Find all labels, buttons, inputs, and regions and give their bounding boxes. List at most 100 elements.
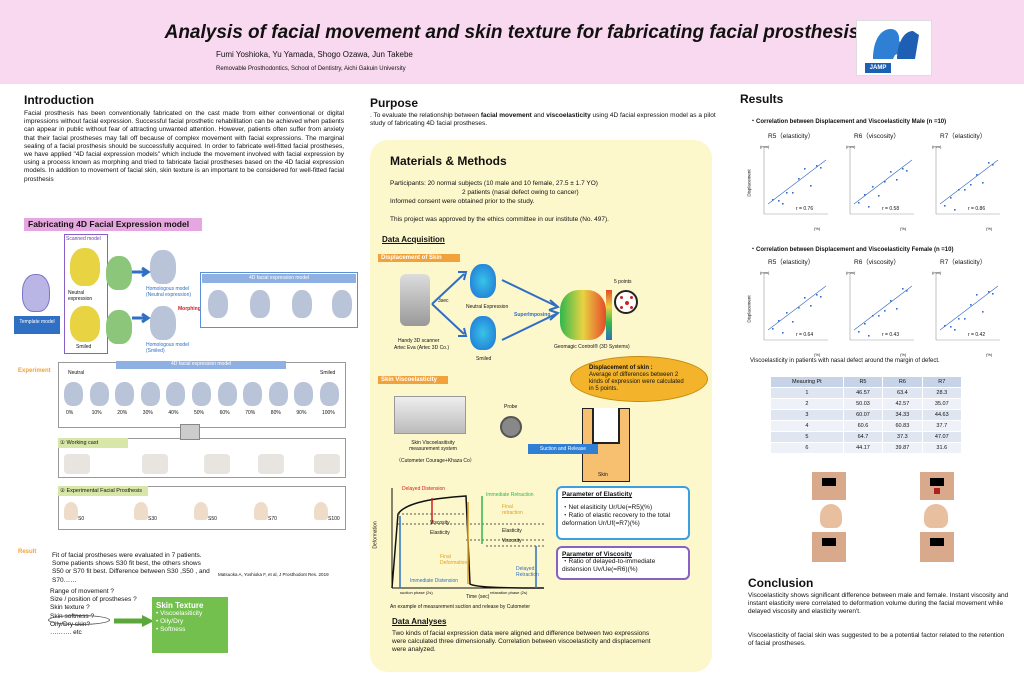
conclusion-heading: Conclusion bbox=[748, 576, 814, 590]
skin-texture-item: • Softness bbox=[156, 626, 186, 634]
patients: 2 patients (nasal defect owing to cancer… bbox=[462, 189, 579, 196]
morph-percent-row: 0%10%20%30%40%50%60%70%80%90%100% bbox=[60, 376, 344, 426]
color-map-face bbox=[560, 290, 606, 340]
participants: Participants: 20 normal subjects (10 mal… bbox=[390, 180, 598, 187]
jamp-logo: JAMP bbox=[856, 20, 932, 76]
prosthesis-image bbox=[64, 502, 78, 520]
curve-x-axis: Time (sec) bbox=[466, 594, 490, 600]
purpose-heading: Purpose bbox=[370, 96, 419, 110]
milling-machine bbox=[180, 424, 200, 440]
prosthesis-image bbox=[314, 502, 328, 520]
table-header: Meauring Pt bbox=[770, 376, 844, 388]
working-cast-label: ① Working cast bbox=[58, 438, 128, 448]
scatter-plot bbox=[763, 274, 828, 341]
male-correlation-title: ・Correlation between Displacement and Vi… bbox=[750, 119, 947, 125]
scatter-plot bbox=[935, 148, 1000, 215]
table-cell: 2 bbox=[770, 398, 844, 410]
scanner-label: Handy 3D scanner bbox=[398, 338, 440, 344]
morph-step-percent: 40% bbox=[168, 410, 179, 416]
suction-release-label: Suction and Release bbox=[528, 444, 598, 454]
plot-title: R7（elasticity） bbox=[940, 259, 987, 266]
color-scale-bar bbox=[606, 290, 612, 340]
prosthesis-image bbox=[134, 502, 148, 520]
correlation-r: r = 0.64 bbox=[796, 332, 814, 338]
morph-step-face bbox=[268, 382, 288, 406]
consent: Informed consent were obtained prior to … bbox=[390, 198, 535, 205]
unit-mm: (mm) bbox=[846, 144, 856, 149]
table-cell: 35.07 bbox=[921, 398, 963, 410]
callout-title: Displacement of skin : bbox=[589, 365, 653, 371]
curve-delayed-retraction: Delayed Retraction bbox=[516, 566, 539, 578]
morph-step-face bbox=[294, 382, 314, 406]
morph-step-face bbox=[243, 382, 263, 406]
table-header: R5 bbox=[842, 376, 884, 388]
y-axis-label: Displacement bbox=[746, 295, 752, 323]
4d-model-faces bbox=[206, 290, 354, 322]
curve-immediate-retraction: Immediate Retraction bbox=[486, 492, 534, 498]
visco-system-label: Skin Viscoelasitisity measurement system bbox=[409, 440, 457, 452]
table-cell: 34.33 bbox=[882, 409, 923, 421]
curve-relaxation-phase: relaxation phase (2s) bbox=[490, 590, 528, 595]
cutometer-curve-chart bbox=[391, 488, 545, 589]
conclusion-p2: Viscoelasticity of facial skin was sugge… bbox=[748, 632, 1005, 648]
smiled-label-3: Smiled bbox=[476, 356, 492, 362]
param-elasticity-box: Parameter of Elasticity ・Net elasiticity… bbox=[556, 486, 690, 540]
scatter-plot bbox=[935, 274, 1000, 341]
morph-step-face bbox=[166, 382, 186, 406]
param-viscosity-1: ・Ratio of delayed-to-immediate distensio… bbox=[562, 558, 656, 574]
morph-step-percent: 60% bbox=[219, 410, 230, 416]
table-cell: 39.87 bbox=[882, 442, 923, 454]
unit-mm: (mm) bbox=[760, 270, 770, 275]
smiled-label-2: Smiled bbox=[320, 370, 336, 376]
five-points-diagram bbox=[614, 290, 638, 314]
neutral-label: Neutral expression bbox=[68, 290, 93, 302]
curve-y-axis: Deformation bbox=[372, 521, 379, 549]
scatter-plot bbox=[849, 274, 914, 341]
data-analyses-body: Two kinds of facial expression data were… bbox=[392, 630, 651, 654]
morph-step-percent: 90% bbox=[296, 410, 307, 416]
result-citation: Matsuoka A, Yoshioka F, et al, J Prostho… bbox=[218, 572, 329, 577]
unit-pct: (%) bbox=[900, 226, 907, 231]
unit-mm: (mm) bbox=[760, 144, 770, 149]
unit-mm: (mm) bbox=[932, 144, 942, 149]
prosthesis-image bbox=[194, 502, 208, 520]
curve-viscosity: Viscosity bbox=[430, 520, 450, 526]
unit-mm: (mm) bbox=[846, 270, 856, 275]
table-cell: 31.6 bbox=[921, 442, 963, 454]
probe-image bbox=[500, 416, 522, 438]
probe-label: Probe bbox=[504, 404, 518, 410]
curve-delayed-distension: Delayed Distension bbox=[402, 486, 446, 492]
skin-texture-box: Skin Texture • Viscoelasiticity• Oily/Dr… bbox=[152, 597, 228, 653]
plot-title: R6（viscosity） bbox=[854, 259, 900, 266]
table-cell: 64.7 bbox=[842, 431, 884, 443]
scanned-model-label: Scanned model bbox=[66, 236, 101, 242]
morph-step-percent: 0% bbox=[66, 410, 74, 416]
fabricating-heading: Fabricating 4D Facial Expression model bbox=[24, 218, 202, 231]
skin-texture-ellipse bbox=[48, 615, 110, 625]
data-acquisition-heading: Data Acquisition bbox=[382, 235, 445, 244]
scan-arrows bbox=[431, 271, 468, 337]
arrows-to-homologous bbox=[132, 266, 151, 324]
homologous-neutral-face bbox=[150, 250, 176, 284]
methods-heading: Materials & Methods bbox=[390, 154, 507, 168]
unit-pct: (%) bbox=[814, 226, 821, 231]
plot-title: R6（viscosity） bbox=[854, 133, 900, 140]
experiment-4d-label: 4D facial expression model bbox=[116, 361, 286, 369]
affiliation: Removable Prosthodontics, School of Dent… bbox=[216, 66, 406, 72]
correlation-r: r = 0.42 bbox=[968, 332, 986, 338]
table-cell: 60.83 bbox=[882, 420, 923, 432]
scanner-label-2: Artec Eva (Artec 3D Co.) bbox=[394, 345, 450, 351]
curve-elasticity: Elasticity bbox=[430, 530, 450, 536]
scatter-plot bbox=[763, 148, 828, 215]
prosthesis-label: S70 bbox=[268, 516, 277, 522]
smiled-face bbox=[470, 316, 496, 350]
correlation-r: r = 0.43 bbox=[882, 332, 900, 338]
working-cast-frame bbox=[58, 438, 346, 478]
table-cell: 50.03 bbox=[842, 398, 884, 410]
